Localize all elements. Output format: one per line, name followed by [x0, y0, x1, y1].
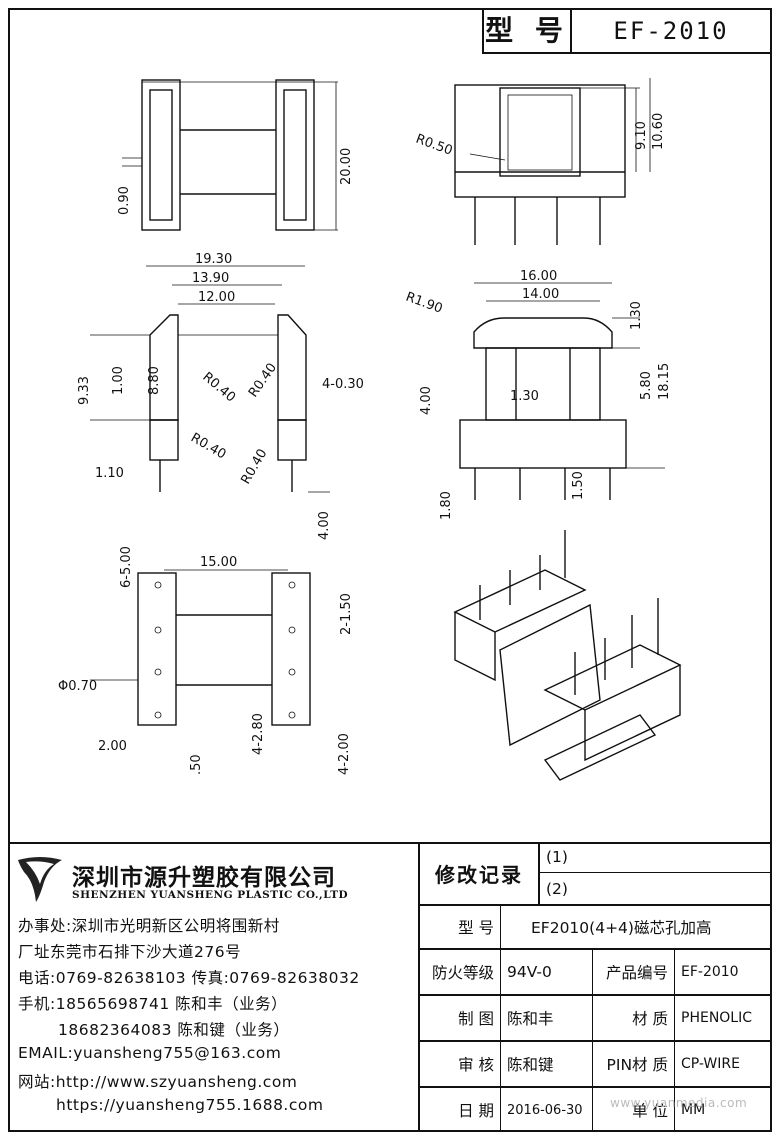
title-block [8, 842, 772, 1132]
dim-mid-right-8: 1.80 [439, 491, 454, 520]
grid-line [418, 994, 772, 996]
dim-bottom-3: Φ0.70 [58, 679, 97, 694]
dim-mid-left-4: 1.00 [111, 366, 126, 395]
unit-label: 单 位 [632, 1102, 668, 1120]
product-code-value: EF-2010 [681, 964, 739, 980]
dim-top-left-0: 0.90 [117, 186, 132, 215]
grid-line [418, 948, 772, 950]
fire-rating-value: 94V-0 [507, 963, 552, 981]
checked-by-label: 审 核 [458, 1056, 494, 1074]
dim-mid-left-8: 4-0.30 [322, 377, 364, 392]
mobile-1: 手机:18565698741 陈和丰（业务） [18, 995, 288, 1013]
model-value: EF2010(4+4)磁芯孔加高 [531, 919, 712, 937]
side-view: 19.30 13.90 12.00 9.33 1.00 8.80 R0.40 R… [77, 252, 364, 540]
title-block-divider [418, 842, 420, 1132]
phone-fax: 电话:0769-82638103 传真:0769-82638032 [18, 969, 360, 987]
dim-mid-left-9: R0.40 [188, 430, 228, 462]
dim-mid-right-4: 5.80 [639, 371, 654, 400]
grid-line [538, 872, 772, 873]
dim-mid-right-6: 4.00 [419, 386, 434, 415]
dim-bottom-0: 15.00 [200, 555, 237, 570]
dim-bottom-7: .50 [189, 754, 204, 775]
dim-mid-left-3: 9.33 [77, 376, 92, 405]
end-view: 16.00 14.00 R1.90 1.30 5.80 18.15 4.00 1… [404, 269, 672, 520]
checked-by-value: 陈和键 [507, 1056, 554, 1074]
dim-mid-left-2: 12.00 [198, 290, 235, 305]
dim-mid-left-0: 19.30 [195, 252, 232, 267]
material-value: PHENOLIC [681, 1010, 753, 1026]
date-label: 日 期 [458, 1102, 494, 1120]
grid-line [418, 904, 772, 906]
pin-material-value: CP-WIRE [681, 1056, 740, 1072]
front-view: R0.50 9.10 10.60 [414, 78, 666, 245]
dim-mid-left-10: R0.40 [238, 447, 270, 487]
company-name-en: SHENZHEN YUANSHENG PLASTIC CO.,LTD [72, 889, 349, 901]
dim-bottom-1: 6-5.00 [119, 546, 134, 588]
technical-drawing: 0.90 20.00 R0.50 9.10 10.60 19.30 [58, 78, 682, 781]
dim-bottom-4: 4-2.80 [251, 713, 266, 755]
grid-line [592, 948, 593, 1132]
grid-line [538, 842, 540, 904]
dim-top-right-0: R0.50 [414, 132, 455, 159]
watermark: www.yuanmedia.com [610, 1096, 748, 1110]
revision-label: 修改记录 [435, 862, 523, 887]
pin-material-label: PIN材 质 [606, 1056, 668, 1074]
drawing-frame [8, 8, 772, 1132]
company-name-cn: 深圳市源升塑胶有限公司 [72, 865, 336, 891]
dim-mid-right-1: 14.00 [522, 287, 559, 302]
top-view: 0.90 20.00 [117, 79, 354, 231]
dim-bottom-6: 2.00 [98, 739, 127, 754]
dim-bottom-2: 2-1.50 [339, 593, 354, 635]
office-address: 办事处:深圳市光明新区公明将围新村 [18, 917, 280, 935]
dim-mid-right-5: 18.15 [657, 363, 672, 400]
fire-rating-label: 防火等级 [431, 964, 494, 982]
dim-top-left-1: 20.00 [339, 148, 354, 185]
dim-mid-left-1: 13.90 [192, 271, 229, 286]
grid-line [500, 904, 501, 1132]
dim-mid-left-5: 8.80 [147, 366, 162, 395]
dim-top-right-2: 10.60 [651, 113, 666, 150]
dim-mid-right-2: R1.90 [404, 290, 445, 317]
model-label: 型 号 [458, 919, 494, 937]
grid-line [418, 1086, 772, 1088]
email: EMAIL:yuansheng755@163.com [18, 1044, 282, 1062]
dim-mid-right-0: 16.00 [520, 269, 557, 284]
dim-mid-left-7: R0.40 [246, 361, 280, 401]
material-label: 材 质 [632, 1010, 668, 1028]
company-logo-icon [18, 857, 62, 902]
drawn-by-value: 陈和丰 [507, 1010, 554, 1028]
grid-line [418, 1040, 772, 1042]
unit-value: MM [681, 1102, 706, 1118]
isometric-view [453, 530, 682, 781]
dim-mid-left-6: R0.40 [199, 370, 238, 406]
model-header: 型 号 EF-2010 [482, 10, 770, 54]
dim-top-right-1: 9.10 [634, 121, 649, 150]
dim-mid-left-11: 1.10 [95, 466, 124, 481]
dim-mid-right-9: 1.50 [571, 471, 586, 500]
drawn-by-label: 制 图 [458, 1010, 494, 1028]
dim-mid-left-12: 4.00 [317, 511, 332, 540]
model-header-label: 型 号 [484, 10, 572, 52]
dim-mid-right-3: 1.30 [629, 301, 644, 330]
bottom-view: 15.00 6-5.00 2-1.50 Φ0.70 4-2.80 4-2.00 … [58, 546, 354, 775]
website: 网站:http://www.szyuansheng.com [18, 1073, 298, 1091]
model-header-value: EF-2010 [613, 17, 729, 45]
dim-mid-right-7: 1.30 [510, 389, 539, 404]
revision-2: (2) [546, 879, 568, 898]
mobile-2: 18682364083 陈和键（业务） [58, 1021, 290, 1039]
dim-bottom-5: 4-2.00 [337, 733, 352, 775]
website-2: https://yuansheng755.1688.com [56, 1096, 324, 1114]
date-value: 2016-06-30 [507, 1102, 583, 1118]
grid-line [674, 948, 675, 1132]
factory-address: 厂址东莞市石排下沙大道276号 [18, 943, 242, 961]
revision-1: (1) [546, 848, 568, 866]
product-code-label: 产品编号 [605, 964, 668, 982]
